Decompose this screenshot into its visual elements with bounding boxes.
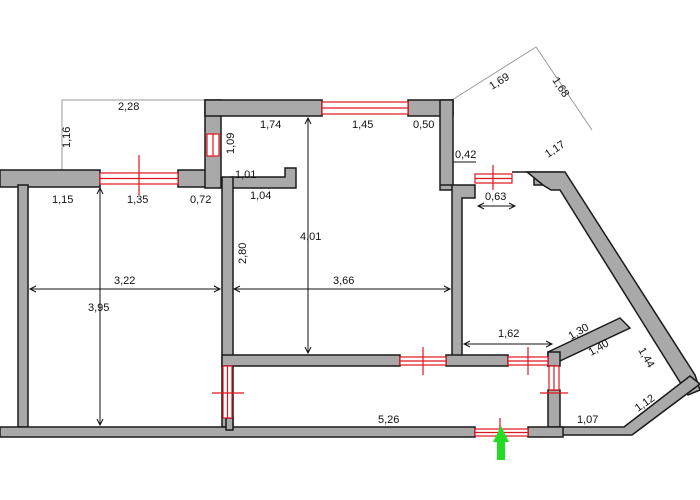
wall-room-right-upper (439, 99, 454, 191)
dim-0-63: 0,63 (485, 191, 506, 203)
dim-1-15: 1,15 (52, 194, 73, 206)
wall-corridor-top-left (221, 354, 401, 367)
dim-1-16: 1,16 (61, 127, 73, 148)
dim-1-07: 1,07 (577, 414, 598, 426)
dim-3-22: 3,22 (114, 275, 135, 287)
wall-diagonal (524, 171, 700, 396)
dim-3-66: 3,66 (333, 275, 354, 287)
dim-1-01: 1,01 (235, 169, 256, 181)
wall-corridor-top-mid (445, 354, 509, 367)
dim-1-04: 1,04 (250, 190, 271, 202)
wall-room-right (440, 184, 476, 359)
dim-2-80: 2,80 (237, 243, 249, 264)
dim-1-44: 1,44 (635, 346, 656, 371)
dim-0-72: 0,72 (190, 194, 211, 206)
dim-4-01: 4,01 (300, 231, 321, 243)
dim-3-95: 3,95 (88, 302, 109, 314)
dim-1-74: 1,74 (260, 119, 281, 131)
wall-top-left (0, 169, 101, 188)
dim-0-50: 0,50 (413, 119, 434, 131)
wall-stub-bottom (225, 417, 234, 431)
wall-bath-left (547, 389, 561, 428)
dim-1-62: 1,62 (498, 328, 519, 340)
wall-bath-corner (547, 351, 561, 367)
wall-bottom-right (559, 375, 700, 436)
dim-2-28: 2,28 (118, 101, 139, 113)
dim-1-09: 1,09 (225, 133, 237, 154)
dim-1-68: 1,68 (549, 75, 571, 100)
wall-left (17, 184, 29, 428)
dimension-lines (28, 116, 554, 427)
dim-0-42: 0,42 (455, 149, 476, 161)
wall-bottom-right-seg (527, 426, 564, 438)
dim-1-35: 1,35 (127, 194, 148, 206)
walls (0, 99, 700, 438)
dim-1-69: 1,69 (487, 71, 512, 93)
dim-1-45: 1,45 (352, 119, 373, 131)
dim-1-17: 1,17 (543, 139, 567, 161)
dim-5-26: 5,26 (378, 414, 399, 426)
outline-guides (61, 46, 593, 170)
wall-top-room-left (204, 99, 323, 117)
openings (99, 101, 568, 445)
arrow-up-icon (493, 426, 509, 460)
wall-bottom-left (0, 426, 476, 438)
